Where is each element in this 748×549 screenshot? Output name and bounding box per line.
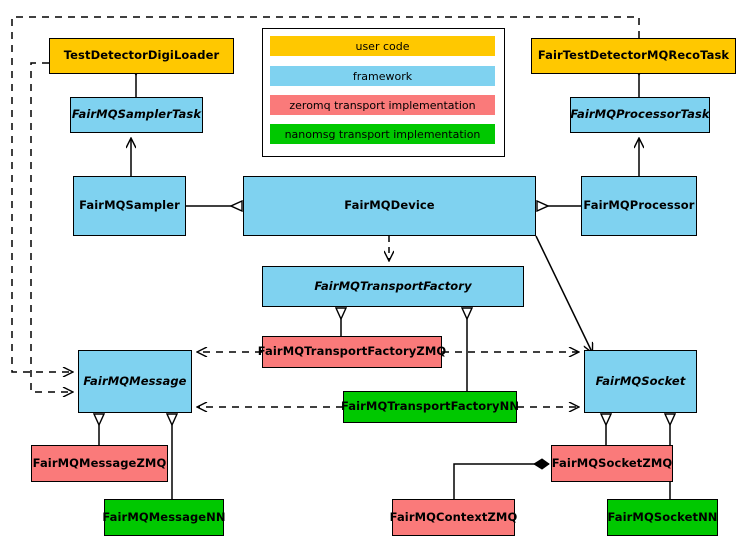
legend-swatch-user-code: user code (270, 36, 495, 56)
class-node-fairmqprocessortask[interactable]: FairMQProcessorTask (570, 97, 710, 133)
legend-label-user-code: user code (355, 39, 410, 53)
class-node-fairmqmessagenn[interactable]: FairMQMessageNN (102, 499, 226, 536)
legend-label-zeromq: zeromq transport implementation (289, 98, 476, 112)
class-node-fairmqsocket[interactable]: FairMQSocket (584, 350, 697, 413)
edge-digiloader-to-message (30, 62, 72, 392)
class-node-fairmqmessage[interactable]: FairMQMessage (78, 350, 192, 413)
class-node-testdetectordigiloader[interactable]: TestDetectorDigiLoader (49, 38, 234, 74)
class-node-fairmqcontextzmq[interactable]: FairMQContextZMQ (390, 499, 517, 536)
class-node-fairmqtransportfactoryzmq[interactable]: FairMQTransportFactoryZMQ (258, 336, 446, 368)
class-node-fairmqmessagezmq[interactable]: FairMQMessageZMQ (31, 445, 168, 482)
class-node-fairmqtransportfactory[interactable]: FairMQTransportFactory (262, 266, 524, 307)
class-node-fairmqsamplertask[interactable]: FairMQSamplerTask (70, 97, 203, 133)
class-node-fairmqsocketnn[interactable]: FairMQSocketNN (607, 499, 718, 536)
legend-swatch-framework: framework (270, 66, 495, 86)
edge-device-to-socket (535, 235, 592, 352)
class-node-fairtestdetectormqrecotask[interactable]: FairTestDetectorMQRecoTask (531, 38, 736, 74)
legend-label-framework: framework (352, 69, 413, 83)
legend-swatch-zeromq: zeromq transport implementation (270, 95, 495, 115)
class-node-fairmqprocessor[interactable]: FairMQProcessor (581, 176, 697, 236)
class-node-fairmqsampler[interactable]: FairMQSampler (73, 176, 186, 236)
class-node-fairmqtransportfactorynn[interactable]: FairMQTransportFactoryNN (341, 391, 519, 423)
class-node-fairmqsocketzmq[interactable]: FairMQSocketZMQ (551, 445, 673, 482)
edge-socketzmq-to-contextzmq (453, 458, 550, 499)
legend-swatch-nanomsg: nanomsg transport implementation (270, 124, 495, 144)
legend-label-nanomsg: nanomsg transport implementation (284, 127, 481, 141)
class-node-fairmqdevice[interactable]: FairMQDevice (243, 176, 536, 236)
